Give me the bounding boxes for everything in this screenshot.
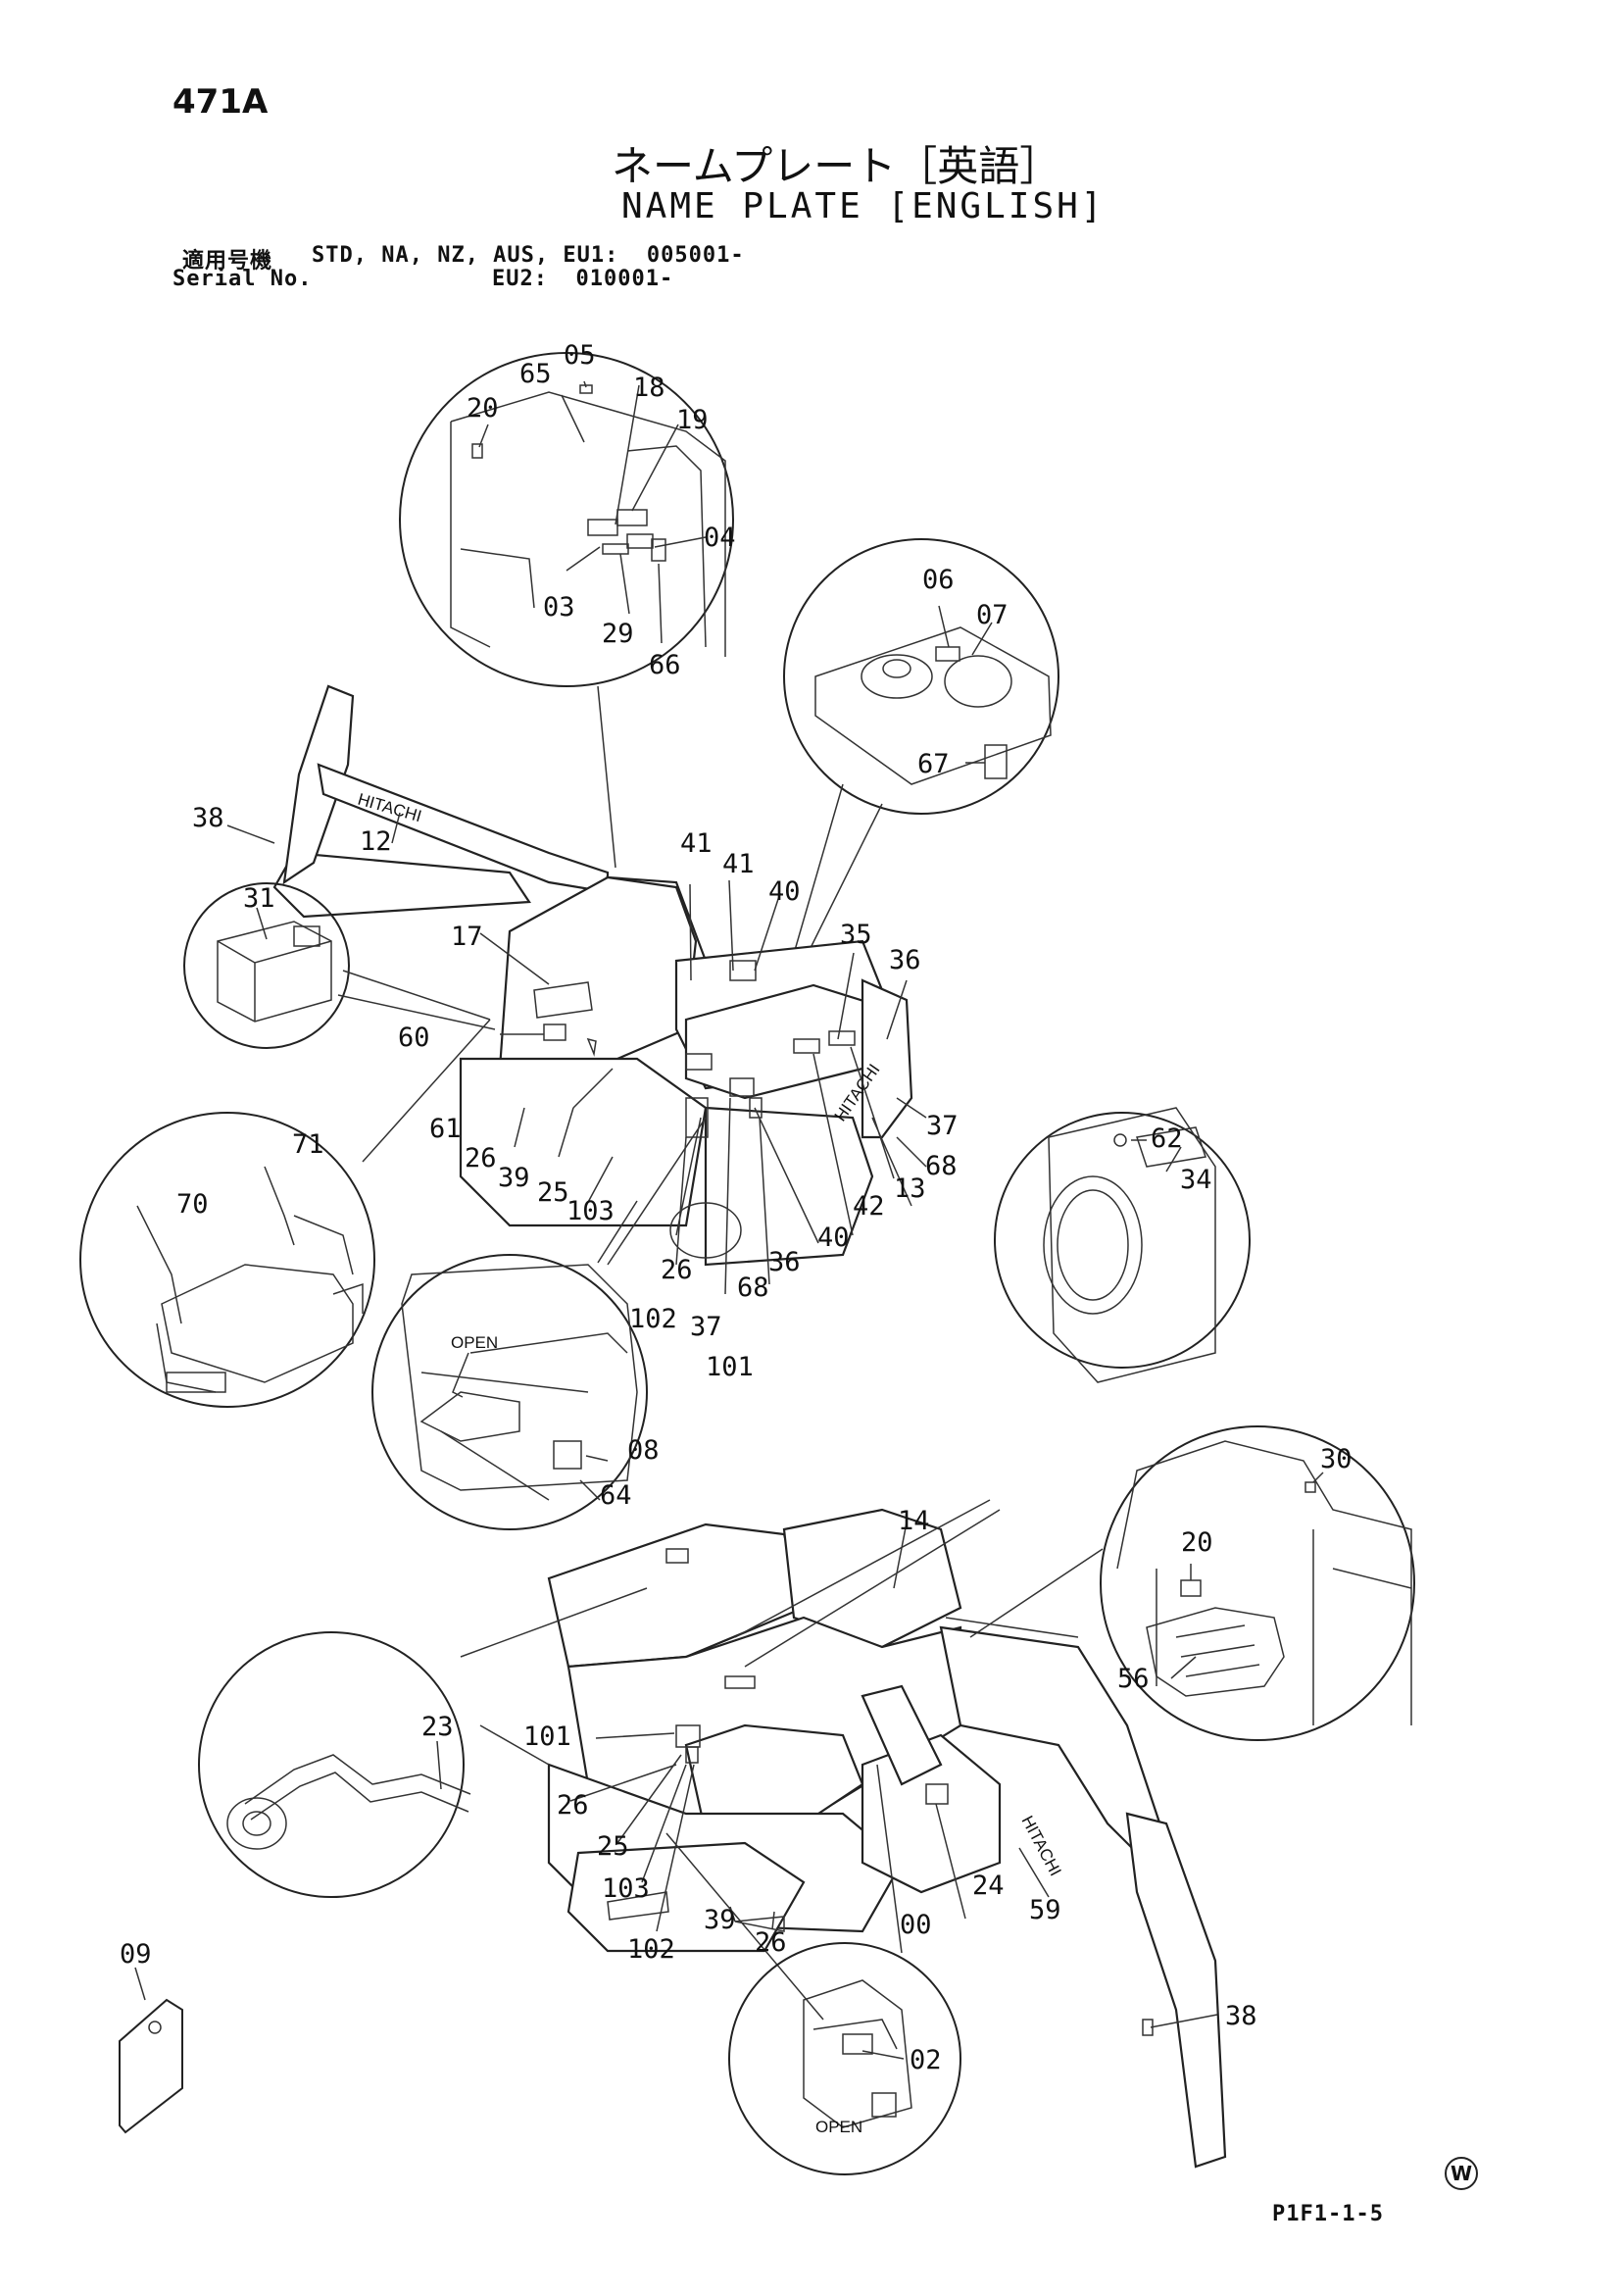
callout-68a: 68 [925,1151,958,1181]
callout-20b: 20 [1181,1527,1213,1558]
excavator-lower [547,1508,1227,2169]
callout-04: 04 [704,523,736,553]
callout-06: 06 [922,565,955,595]
callout-20: 20 [467,393,499,424]
callout-61: 61 [429,1114,462,1144]
open-label-panel: OPEN [815,2118,862,2136]
callout-71: 71 [292,1129,324,1160]
callout-66: 66 [649,650,681,680]
callout-101a: 101 [706,1352,754,1382]
callout-07: 07 [976,600,1009,630]
detail-swing-plate [783,538,1059,815]
title-english: NAME PLATE [ENGLISH] [621,186,1106,226]
callout-67: 67 [917,749,950,779]
serial-label-japanese: 適用号機 [182,249,273,274]
callout-05: 05 [564,340,596,371]
detail-radiator [994,1107,1251,1383]
detail-controller [183,882,496,1049]
callout-42: 42 [853,1191,885,1222]
callout-37b: 37 [690,1312,722,1342]
callout-26a: 26 [661,1255,693,1285]
callout-00: 00 [900,1910,932,1940]
title-japanese: ネームプレート［英語］ [612,142,1061,190]
detail-panel [728,1942,961,2175]
detail-hose [198,1587,648,1898]
serial-range-1: STD, NA, NZ, AUS, EU1: 005001- [312,243,745,268]
callout-26d: 26 [755,1927,787,1958]
callout-18: 18 [633,373,665,403]
excavator-upper [272,684,913,1267]
w-mark-icon: W [1445,2157,1478,2190]
callout-37a: 37 [926,1111,959,1141]
callout-14: 14 [898,1506,930,1536]
callout-70: 70 [176,1189,209,1220]
callout-26c: 26 [557,1790,589,1821]
callout-40b: 40 [817,1223,850,1253]
callout-26b: 26 [465,1143,497,1173]
callout-36a: 36 [889,945,921,975]
callout-25b: 25 [597,1831,629,1862]
callout-17: 17 [451,922,483,952]
callout-62: 62 [1151,1123,1183,1154]
callout-41a: 41 [680,828,713,859]
callout-12: 12 [360,826,392,857]
callout-34: 34 [1180,1165,1212,1195]
callout-29: 29 [602,619,634,649]
callout-25a: 25 [537,1177,569,1208]
callout-39b: 39 [704,1905,736,1935]
callout-08: 08 [627,1435,660,1466]
callout-30: 30 [1320,1444,1353,1474]
callout-59: 59 [1029,1895,1061,1925]
callout-13: 13 [894,1173,926,1204]
callout-102b: 102 [627,1934,675,1965]
drawing-code: P1F1-1-5 [1272,2202,1384,2226]
callout-101b: 101 [523,1722,571,1752]
detail-operator-seat [79,1019,491,1408]
callout-38: 38 [192,803,224,833]
serial-label-english: Serial No. [172,267,313,291]
callout-64: 64 [600,1480,632,1511]
callout-36b: 36 [768,1247,801,1277]
callout-39a: 39 [498,1163,530,1193]
serial-range-2: EU2: 010001- [492,267,674,291]
callout-03: 03 [543,592,575,623]
callout-35: 35 [840,920,872,950]
callout-102a: 102 [629,1304,677,1334]
callout-23: 23 [421,1712,454,1742]
callout-65: 65 [519,359,552,389]
callout-38b: 38 [1225,2001,1257,2031]
callout-31: 31 [243,883,275,914]
detail-cab-right [969,1425,1415,1741]
callout-02: 02 [910,2045,942,2075]
callout-24: 24 [972,1871,1005,1901]
brand-label-arm: HITACHI [1017,1813,1064,1879]
page-number: 471A [172,82,269,122]
callout-56: 56 [1117,1664,1150,1694]
name-plate-tag [119,1967,183,2134]
open-label-door: OPEN [451,1333,498,1352]
callout-60: 60 [398,1023,430,1053]
callout-09: 09 [120,1939,152,1970]
detail-access-door [371,1117,707,1530]
callout-103a: 103 [566,1196,615,1226]
callout-68b: 68 [737,1273,769,1303]
callout-40a: 40 [768,876,801,907]
callout-41b: 41 [722,849,755,879]
detail-cab-interior [399,352,734,687]
callout-19: 19 [676,405,709,435]
callout-103b: 103 [602,1873,650,1904]
